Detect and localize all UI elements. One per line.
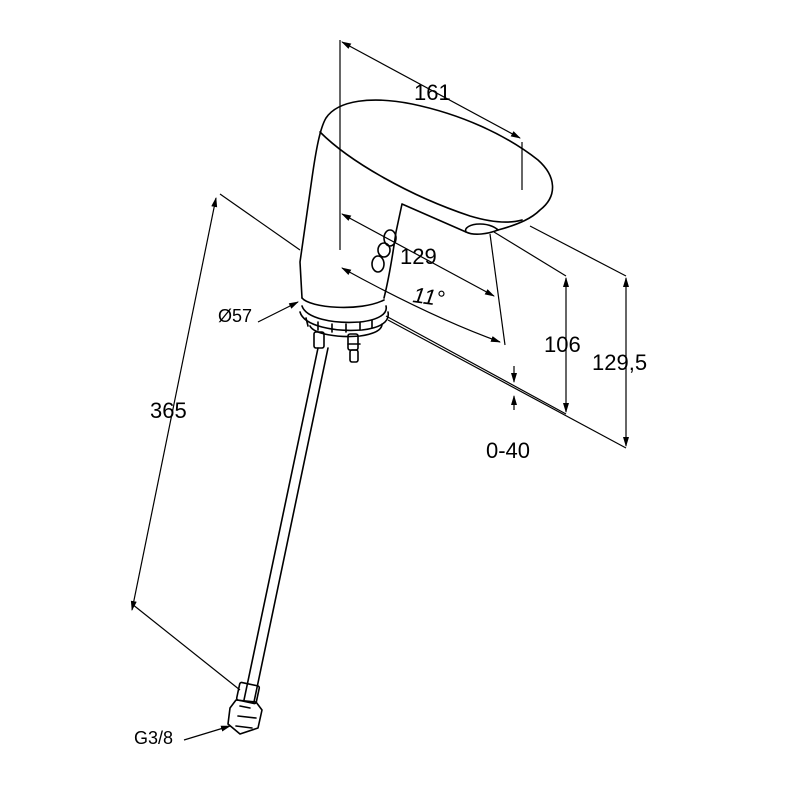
dimension-deck-label: 0-40 <box>486 438 530 463</box>
faucet-body <box>299 99 554 309</box>
flexible-hose <box>243 347 329 703</box>
dimension-angle-label: 11° <box>411 282 446 311</box>
base-nut <box>299 305 389 338</box>
dimension-total-height-label: 129,5 <box>592 350 647 375</box>
dimension-reach-label: 161 <box>414 80 451 105</box>
thread-label: G3/8 <box>134 728 173 748</box>
dimension-lines <box>130 40 629 741</box>
dimension-diameter-label: Ø57 <box>218 306 252 326</box>
dimension-spout-label: 129 <box>400 244 437 269</box>
dimension-hose-label: 365 <box>150 398 187 423</box>
hose-connector <box>227 681 263 735</box>
dimension-outlet-height-label: 106 <box>544 332 581 357</box>
